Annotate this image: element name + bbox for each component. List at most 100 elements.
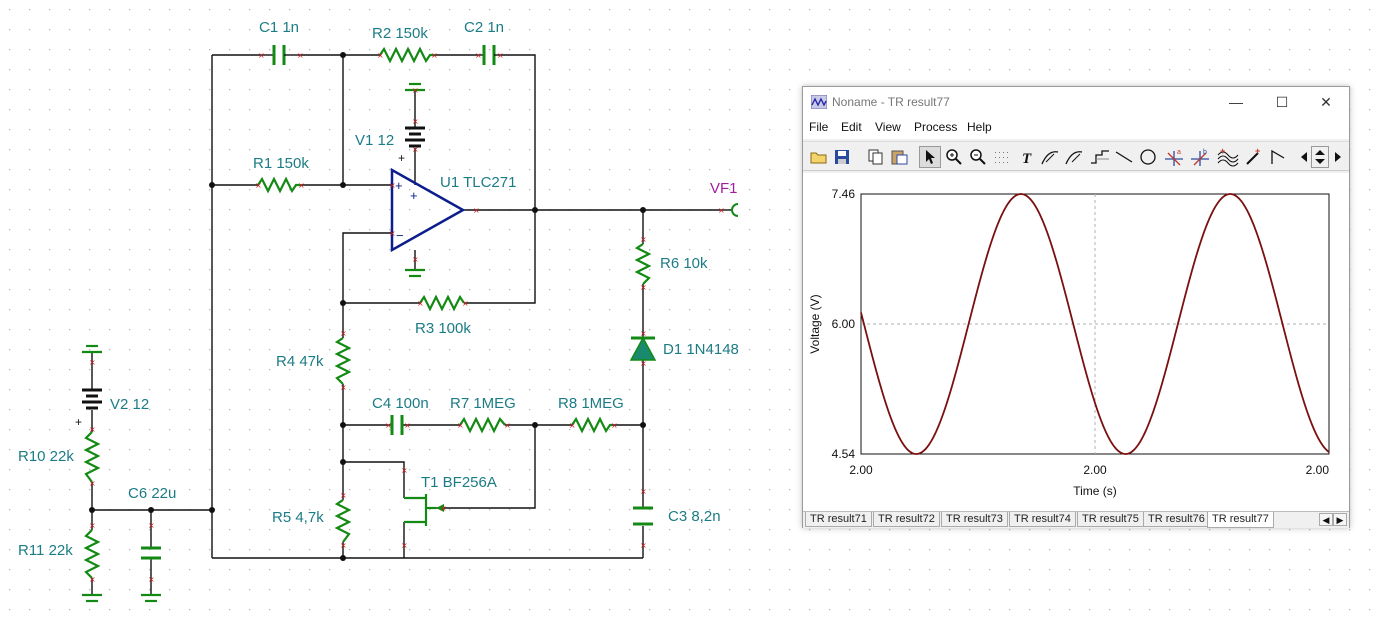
svg-text:×: × [389,229,396,238]
label-v2: V2 12 [110,396,149,413]
label-t1: T1 BF256A [421,474,497,491]
maximize-button[interactable]: ☐ [1275,93,1289,110]
tr-result-window[interactable]: Noname - TR result77 — ☐ ✕ File Edit Vie… [802,86,1350,528]
tab-tr-result73[interactable]: TR result73 [941,512,1008,527]
text-icon[interactable]: T [1017,146,1039,168]
close-button[interactable]: ✕ [1320,93,1332,110]
battery-v2[interactable]: + [75,388,102,429]
label-c1: C1 1n [259,19,299,36]
ground-v2 [82,344,102,354]
resistor-r3[interactable] [419,294,465,312]
resistor-r7[interactable] [459,416,506,434]
label-r1: R1 150k [253,155,309,172]
transistor-t1[interactable] [404,494,444,526]
open-folder-icon[interactable] [808,146,830,168]
probe-icon[interactable]: + [1243,146,1265,168]
svg-text:×: × [89,425,96,434]
scroll-left-icon[interactable] [1297,146,1311,168]
waves-icon[interactable]: + [1217,146,1239,168]
tab-tr-result72[interactable]: TR result72 [873,512,940,527]
voltage-time-chart[interactable]: 7.46 6.00 4.54 2.00 2.00 2.00 Time (s) V… [803,173,1349,511]
y-axis-label: Voltage (V) [808,294,822,353]
resistor-r5[interactable] [334,499,352,543]
svg-text:×: × [718,206,725,215]
result-tab-bar: TR result71 TR result72 TR result73 TR r… [803,511,1349,528]
svg-text:×: × [457,421,464,430]
plot-area[interactable]: 7.46 6.00 4.54 2.00 2.00 2.00 Time (s) V… [803,173,1349,511]
svg-text:×: × [462,299,469,308]
zoom-out-icon[interactable] [967,146,989,168]
circle-icon[interactable] [1137,146,1159,168]
label-r5: R5 4,7k [272,509,324,526]
paste-icon[interactable] [889,146,911,168]
menu-file[interactable]: File [809,120,829,134]
minimize-button[interactable]: — [1229,94,1243,110]
marker-a-icon[interactable]: a [1163,146,1185,168]
output-vf1[interactable] [731,203,739,217]
cursor-a-icon[interactable] [1039,146,1061,168]
opamp-u1[interactable]: + + − [390,167,466,253]
menu-help[interactable]: Help [967,120,992,134]
line-icon[interactable] [1113,146,1135,168]
svg-text:×: × [404,421,411,430]
x-axis-label: Time (s) [1073,484,1117,498]
svg-text:×: × [89,479,96,488]
tab-tr-result76[interactable]: TR result76 [1143,512,1210,527]
tab-tr-result77[interactable]: TR result77 [1207,512,1274,528]
app-icon [811,95,827,109]
menu-process[interactable]: Process [914,120,958,134]
svg-text:×: × [401,466,408,475]
resistor-r6[interactable] [634,243,652,285]
label-c6: C6 22u [128,485,176,502]
svg-text:×: × [255,181,262,190]
menu-edit[interactable]: Edit [841,120,862,134]
tab-scroll-left-button[interactable]: ◀ [1319,513,1333,526]
zoom-in-icon[interactable] [943,146,965,168]
menu-view[interactable]: View [875,120,901,134]
capacitor-c2[interactable] [478,45,498,65]
tab-tr-result75[interactable]: TR result75 [1077,512,1144,527]
cursor-b-icon[interactable] [1063,146,1085,168]
svg-text:×: × [569,421,576,430]
capacitor-c1[interactable] [262,45,298,65]
svg-text:×: × [640,329,647,338]
label-r7: R7 1MEG [450,395,516,412]
curve-icon[interactable] [1089,146,1111,168]
flag-icon[interactable] [1267,146,1289,168]
menu-bar: File Edit View Process Help [803,117,1349,139]
svg-text:×: × [148,575,155,584]
y-tick-bottom: 4.54 [832,447,856,461]
capacitor-c6[interactable] [141,546,161,560]
grid-icon[interactable] [991,146,1013,168]
tab-tr-result71[interactable]: TR result71 [805,512,872,527]
resistor-r11[interactable] [83,529,101,579]
tab-scroll-right-button[interactable]: ▶ [1333,513,1347,526]
svg-text:×: × [640,541,647,550]
capacitor-c3[interactable] [633,506,653,526]
resistor-r4[interactable] [334,337,352,385]
scroll-right-icon[interactable] [1331,146,1345,168]
resistor-r8[interactable] [571,416,612,434]
copy-icon[interactable] [865,146,887,168]
svg-text:×: × [340,541,347,550]
marker-b-icon[interactable]: b [1189,146,1211,168]
resistor-r2[interactable] [379,46,433,64]
save-icon[interactable] [831,146,853,168]
resistor-r10[interactable] [83,431,101,483]
pointer-icon[interactable] [919,146,941,168]
label-v1: V1 12 [355,132,394,149]
capacitor-c4[interactable] [388,415,404,435]
window-titlebar[interactable]: Noname - TR result77 — ☐ ✕ [803,87,1349,117]
y-tick-top: 7.46 [832,187,856,201]
svg-text:×: × [611,421,618,430]
ground-r11 [82,593,102,603]
battery-v1[interactable]: + [398,126,425,165]
label-r6: R6 10k [660,255,708,272]
svg-text:×: × [412,145,419,154]
diode-d1[interactable] [629,336,657,361]
tab-tr-result74[interactable]: TR result74 [1009,512,1076,527]
series-line-voltage [860,193,1330,455]
scroll-updown-icon[interactable] [1311,146,1329,168]
resistor-r1[interactable] [257,176,300,194]
svg-text:b: b [1203,149,1207,156]
